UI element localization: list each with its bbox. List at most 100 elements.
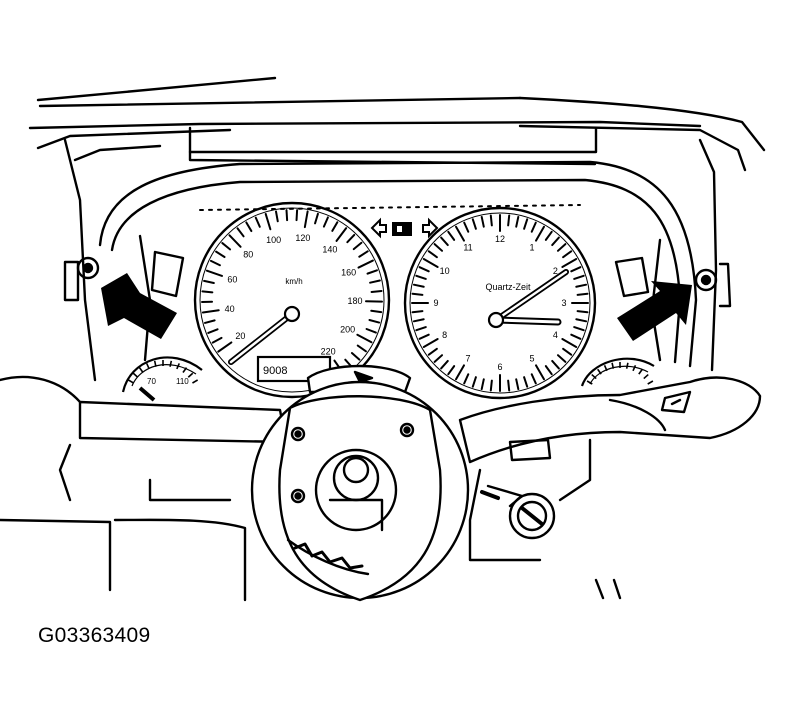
right-wiper-stalk: [458, 376, 762, 464]
clock-hour-label: 7: [465, 353, 470, 363]
clock-hour-label: 2: [553, 266, 558, 276]
gauge-tick: [507, 379, 511, 392]
gauge-tick: [562, 250, 573, 259]
gauge-tick: [369, 279, 381, 284]
gauge-tick: [356, 333, 373, 344]
speedometer-tick-label: 200: [340, 325, 355, 335]
gauge-tick: [285, 209, 289, 222]
gauge-tick: [597, 368, 602, 375]
gauge-tick: [415, 326, 427, 332]
gauge-tick: [638, 368, 643, 375]
gauge-tick: [433, 243, 444, 252]
cluster-housing: [63, 138, 718, 382]
gauge-tick: [576, 292, 589, 296]
gauge-tick: [221, 242, 232, 251]
gauge-tick: [447, 365, 456, 376]
gauge-tick: [322, 216, 329, 228]
clock-hour-label: 1: [529, 243, 534, 253]
gauge-tick: [182, 367, 188, 373]
gauge-tick: [427, 347, 438, 356]
gauge-tick: [356, 344, 367, 353]
gauge-tick: [422, 338, 439, 348]
gauge-tick: [201, 290, 214, 294]
gauge-tick: [463, 373, 470, 385]
gauge-tick: [228, 234, 242, 248]
clock-hour-label: 9: [433, 298, 438, 308]
small-gauge-tick-2: 110: [176, 377, 189, 386]
gauge-tick: [507, 214, 511, 227]
gauge-tick: [562, 347, 573, 356]
gauge-tick: [169, 360, 173, 367]
gauge-tick: [535, 364, 545, 381]
gauge-tick: [489, 379, 493, 392]
ignition-lock: [480, 484, 556, 540]
gauge-tick: [422, 258, 439, 268]
gauge-tick: [586, 380, 593, 385]
clock-hour-label: 12: [495, 234, 505, 244]
gauge-tick: [264, 212, 272, 231]
gauge-tick: [471, 376, 477, 388]
gauge-tick: [471, 218, 477, 230]
gauge-tick: [132, 372, 139, 378]
gauge-tick: [530, 373, 537, 385]
gauge-tick: [274, 210, 279, 223]
gauge-tick: [411, 310, 424, 314]
gauge-tick: [611, 362, 615, 369]
gauge-tick: [576, 310, 589, 314]
speedometer-tick-label: 140: [322, 245, 337, 255]
gauge-tick: [463, 221, 470, 233]
gauge-tick: [412, 318, 425, 323]
gauge-tick: [427, 250, 438, 259]
gauge-tick: [556, 354, 567, 363]
small-gauge-right: [580, 357, 655, 387]
clock-hour-label: 10: [440, 266, 450, 276]
gauge-tick: [412, 283, 425, 288]
speedometer-tick-label: 20: [235, 331, 245, 341]
gauge-tick: [127, 379, 134, 384]
speedometer-tick-label: 180: [347, 296, 362, 306]
gauge-tick: [335, 227, 348, 242]
figure-caption: G03363409: [38, 624, 151, 647]
clock-brand: Quartz-Zeit: [485, 282, 531, 292]
gauge-tick: [352, 241, 363, 251]
small-gauge-left: 70 110: [121, 356, 203, 402]
dashboard-top-edge: [28, 76, 766, 172]
gauge-tick: [201, 309, 220, 314]
gauge-tick: [366, 269, 378, 275]
speedometer-tick-label: 160: [341, 267, 356, 277]
gauge-tick: [365, 327, 377, 334]
speedometer-tick-label: 40: [225, 304, 235, 314]
gauge-tick: [203, 279, 215, 285]
gauge-tick: [561, 258, 578, 268]
gauge-tick: [314, 212, 319, 225]
speedometer-tick-label: 80: [243, 250, 253, 260]
gauge-tick: [625, 362, 629, 369]
gauge-tick: [209, 259, 221, 267]
gauge-tick: [561, 338, 578, 348]
gauge-tick: [207, 328, 219, 334]
gauge-tick: [573, 274, 585, 280]
gauge-tick: [217, 341, 233, 353]
gauge-tick: [643, 373, 649, 380]
gauge-tick: [215, 250, 226, 259]
lower-dash-panel: [0, 438, 622, 602]
gauge-tick: [418, 266, 430, 273]
gauge-tick: [556, 243, 567, 252]
gauge-tick: [346, 233, 356, 244]
gauge-tick: [591, 373, 597, 380]
clock-hour-label: 11: [463, 243, 472, 253]
gauge-tick: [254, 216, 261, 228]
small-gauge-tick-1: 70: [147, 377, 156, 386]
gauge-tick: [455, 225, 465, 242]
gauge-tick: [211, 336, 223, 344]
gauge-tick: [632, 364, 637, 372]
left-mounting-screw: [76, 256, 100, 280]
gauge-tick: [350, 352, 361, 361]
steering-column-switch: [250, 380, 470, 602]
speedometer-unit: km/h: [285, 277, 302, 286]
speedometer-tick-label: 120: [295, 233, 310, 243]
gauge-tick: [205, 269, 224, 277]
left-pointer-arrow: [101, 273, 177, 339]
gauge-tick: [303, 210, 309, 229]
gauge-tick: [245, 221, 253, 233]
